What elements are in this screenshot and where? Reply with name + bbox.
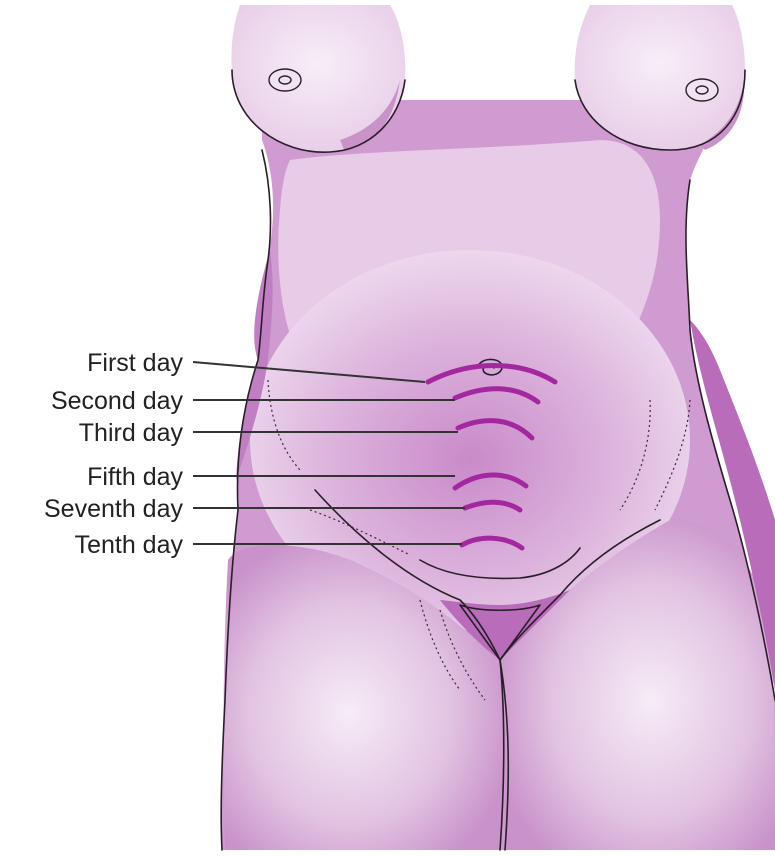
left-nipple (269, 69, 301, 91)
label-fifth-day: Fifth day (87, 463, 183, 491)
right-nipple (686, 79, 718, 101)
label-seventh-day: Seventh day (44, 495, 183, 523)
label-first-day: First day (87, 349, 183, 377)
label-second-day: Second day (51, 387, 184, 415)
label-tenth-day: Tenth day (75, 531, 184, 559)
day-labels: First day Second day Third day Fifth day… (44, 349, 183, 559)
label-third-day: Third day (79, 419, 184, 447)
